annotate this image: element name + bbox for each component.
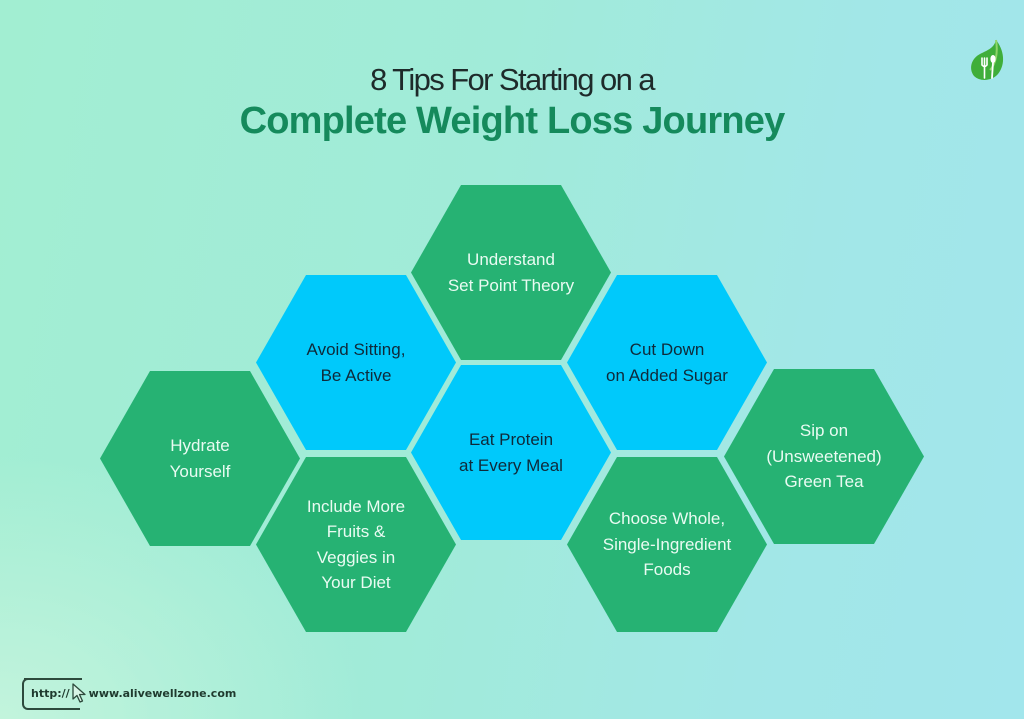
tip-hex-eat-protein: Eat Protein at Every Meal — [411, 365, 611, 540]
page-subtitle: 8 Tips For Starting on a — [370, 62, 655, 97]
page-title: Complete Weight Loss Journey — [239, 100, 786, 142]
tip-hex-cut-down-sugar: Cut Down on Added Sugar — [567, 275, 767, 450]
tip-label: Cut Down on Added Sugar — [606, 340, 728, 385]
tip-hex-whole-foods: Choose Whole, Single-Ingredient Foods — [567, 457, 767, 632]
tip-label: Understand Set Point Theory — [447, 250, 575, 295]
url-text[interactable]: www.alivewellzone.com — [88, 686, 237, 700]
tip-label: Eat Protein at Every Meal — [459, 430, 563, 475]
tip-label: Hydrate Yourself — [169, 436, 231, 481]
tip-label: Choose Whole, Single-Ingredient Foods — [602, 509, 732, 580]
url-bracket-decoration — [22, 678, 82, 710]
mouse-pointer-icon — [72, 683, 86, 703]
tip-label: Include More Fruits & Veggies in Your Di… — [306, 496, 406, 593]
tip-hex-fruits-veggies: Include More Fruits & Veggies in Your Di… — [256, 457, 456, 632]
url-prefix: http:// — [31, 686, 70, 700]
tip-hex-set-point-theory: Understand Set Point Theory — [411, 185, 611, 360]
tip-label: Avoid Sitting, Be Active — [306, 340, 406, 385]
tip-hex-green-tea: Sip on (Unsweetened) Green Tea — [724, 369, 924, 544]
website-url[interactable]: http:// www.alivewellzone.com — [22, 678, 237, 710]
tip-hex-avoid-sitting: Avoid Sitting, Be Active — [256, 275, 456, 450]
leaf-fork-spoon-icon — [971, 39, 1004, 80]
tip-label: Sip on (Unsweetened) Green Tea — [766, 421, 882, 492]
tip-hex-hydrate: Hydrate Yourself — [100, 371, 300, 546]
